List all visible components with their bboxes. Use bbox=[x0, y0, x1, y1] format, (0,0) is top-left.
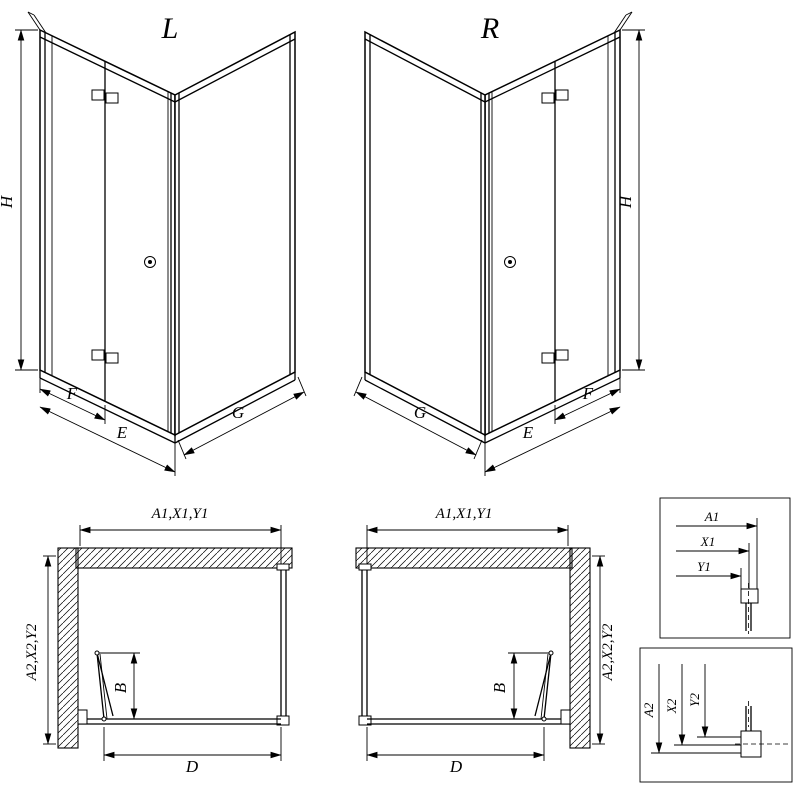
side-wall-section bbox=[57, 547, 79, 749]
wall-hinge-profile bbox=[560, 709, 571, 725]
hinge-bottom bbox=[105, 352, 119, 364]
hinge-top bbox=[91, 89, 105, 101]
corner-profile bbox=[358, 563, 372, 571]
back-wall-section bbox=[75, 547, 293, 569]
dim-label-height: H bbox=[0, 194, 16, 209]
dim-label-width: D bbox=[449, 757, 463, 776]
corner-profile bbox=[276, 563, 290, 571]
wall-hinge-profile bbox=[77, 709, 88, 725]
perspective-view-left: L H F E G bbox=[0, 11, 307, 476]
top-frame bbox=[484, 36, 621, 103]
folded-door-leaf bbox=[543, 652, 552, 720]
dim-label-front: F bbox=[582, 384, 594, 403]
detail-label-a1: A1 bbox=[704, 509, 719, 524]
dim-label-side: G bbox=[414, 403, 426, 422]
door-panel-glass bbox=[484, 28, 621, 437]
hinge-top bbox=[541, 92, 555, 104]
detail-frame bbox=[659, 497, 791, 639]
top-frame bbox=[364, 38, 486, 103]
dim-label-top: A1,X1,Y1 bbox=[435, 506, 493, 522]
pivot bbox=[101, 716, 107, 722]
top-frame bbox=[39, 36, 176, 103]
hinge-top bbox=[555, 89, 569, 101]
detail-label-y2: Y2 bbox=[687, 693, 702, 707]
detail-wall-profile: A1 X1 Y1 bbox=[659, 497, 791, 639]
dim-line-e bbox=[484, 406, 621, 473]
dim-label-height: H bbox=[616, 194, 635, 209]
folded-door-leaf bbox=[99, 653, 108, 720]
dim-label-entry: E bbox=[522, 423, 534, 442]
folded-door-leaf bbox=[96, 652, 105, 720]
top-frame bbox=[174, 38, 296, 103]
plan-view-left: A1,X1,Y1 A2,X2,Y2 B D bbox=[24, 506, 293, 776]
detail-label-x2: X2 bbox=[664, 698, 679, 714]
perspective-view-right: R H F E G bbox=[353, 11, 645, 476]
hinge-bottom bbox=[91, 349, 105, 361]
detail-label-x1: X1 bbox=[700, 534, 715, 549]
back-wall-section bbox=[355, 547, 573, 569]
pivot bbox=[541, 716, 547, 722]
detail-threshold-profile: A2 X2 Y2 bbox=[639, 647, 793, 783]
dim-label-side: A2,X2,Y2 bbox=[600, 623, 616, 681]
corner-profile bbox=[358, 715, 372, 726]
pivot bbox=[548, 650, 554, 656]
detail-frame bbox=[639, 647, 793, 783]
pivot bbox=[94, 650, 100, 656]
folded-door-leaf bbox=[96, 652, 114, 717]
dim-label-front: F bbox=[66, 384, 78, 403]
dim-label-top: A1,X1,Y1 bbox=[151, 506, 209, 522]
view-label-left: L bbox=[161, 12, 179, 45]
hinge-top bbox=[105, 92, 119, 104]
dim-label-entry: E bbox=[116, 423, 128, 442]
view-label-right: R bbox=[480, 12, 499, 45]
dim-line-g bbox=[183, 391, 305, 456]
detail-label-a2: A2 bbox=[641, 702, 656, 718]
side-wall-section bbox=[569, 547, 591, 749]
dim-label-door: B bbox=[490, 682, 509, 693]
dim-line-g bbox=[355, 391, 477, 456]
hinge-bottom bbox=[555, 349, 569, 361]
folded-door-leaf bbox=[534, 652, 552, 717]
profile-section bbox=[740, 588, 759, 604]
door-panel-glass bbox=[39, 28, 176, 437]
hinge-bottom bbox=[541, 352, 555, 364]
dim-label-side: G bbox=[232, 403, 244, 422]
dim-label-width: D bbox=[185, 757, 199, 776]
plan-view-right: A1,X1,Y1 A2,X2,Y2 B D bbox=[355, 506, 616, 776]
dim-line-e bbox=[39, 406, 176, 473]
folded-door-leaf bbox=[540, 653, 549, 720]
dim-label-side: A2,X2,Y2 bbox=[24, 623, 40, 681]
corner-profile bbox=[276, 715, 290, 726]
detail-label-y1: Y1 bbox=[697, 559, 711, 574]
dim-label-door: B bbox=[111, 682, 130, 693]
